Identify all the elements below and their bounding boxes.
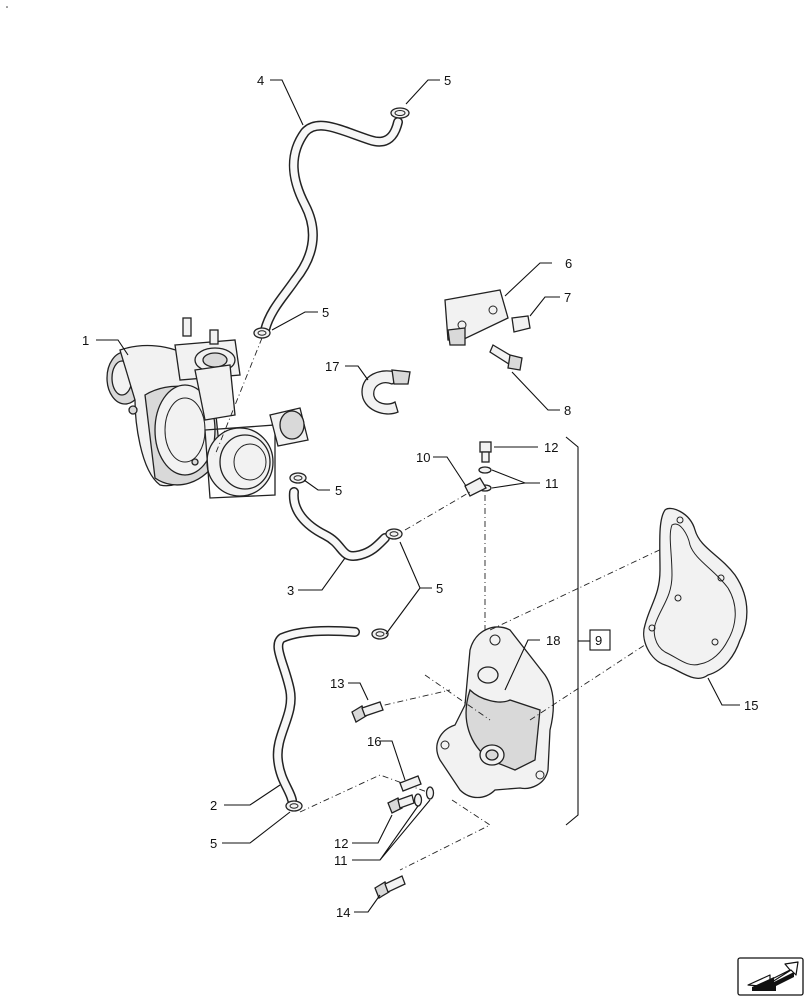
leader-16 (380, 740, 406, 781)
washers-lower (413, 786, 435, 807)
bracket-9 (565, 436, 579, 826)
clamp-hose2-upper (371, 628, 389, 640)
label-box-9 (589, 629, 611, 651)
hose-upper (260, 117, 403, 335)
callout-8: 8 (564, 403, 571, 418)
callout-7: 7 (564, 290, 571, 305)
bolt-13 (351, 701, 384, 723)
banjo-bolt-upper (479, 441, 492, 463)
callout-3: 3 (287, 583, 294, 598)
axis-line-bolt13 (371, 689, 451, 709)
callout-4: 4 (257, 73, 264, 88)
callout-13: 13 (330, 676, 344, 691)
axis-line-cover (424, 674, 491, 721)
axis-line-hose2 (299, 774, 431, 813)
leader-13 (348, 682, 369, 701)
leader-15 (707, 677, 740, 706)
bracket (444, 289, 509, 346)
bolt-12-lower (387, 794, 415, 814)
axis-line-gasket-top (489, 544, 671, 631)
axis-line-turbo (214, 337, 263, 456)
callout-18: 18 (546, 633, 560, 648)
leader-11-top (491, 469, 540, 489)
bolt-bracket (489, 344, 523, 371)
gasket (643, 507, 748, 680)
callout-11-bottom: 11 (334, 853, 348, 868)
callout-1: 1 (82, 333, 89, 348)
hose-lower (272, 625, 360, 805)
callout-15: 15 (744, 698, 758, 713)
leader-8 (511, 371, 560, 411)
turbocharger (106, 317, 309, 499)
clamp-hose4-lower (253, 327, 271, 339)
callout-17: 17 (325, 359, 339, 374)
leader-5-upper (271, 311, 318, 331)
leader-12-bottom (352, 814, 393, 844)
leader-3 (298, 557, 346, 591)
callout-10: 10 (416, 450, 430, 465)
callout-5-upper: 5 (322, 305, 329, 320)
callout-12-top: 12 (544, 440, 558, 455)
fitting-16 (399, 775, 422, 792)
callout-14: 14 (336, 905, 350, 920)
leader-6 (504, 262, 552, 297)
fitting-banjo (464, 477, 487, 497)
arrow-next-page-icon[interactable] (737, 957, 804, 996)
cover-housing (436, 626, 554, 799)
clamp-top (390, 107, 410, 119)
leader-4 (270, 79, 304, 126)
callout-9: 9 (595, 633, 602, 648)
callout-5-bottom: 5 (210, 836, 217, 851)
leader-5-mid (303, 479, 330, 491)
leader-14 (354, 894, 381, 913)
hose-clamp (361, 369, 411, 415)
leader-11-bottom (352, 799, 431, 861)
leader-10 (433, 456, 467, 487)
callout-16: 16 (367, 734, 381, 749)
axis-line-hose3 (404, 491, 471, 531)
leader-17 (345, 365, 369, 381)
callout-2: 2 (210, 798, 217, 813)
clip (511, 315, 531, 333)
callout-11-top: 11 (545, 476, 559, 491)
leader-2 (224, 784, 281, 806)
clamp-turbo-outlet (289, 472, 307, 484)
bolt-14 (374, 875, 406, 899)
leader-18 (504, 639, 540, 691)
leader-5-top (405, 79, 440, 105)
callout-5-mid: 5 (335, 483, 342, 498)
callout-12-bottom: 12 (334, 836, 348, 851)
leader-1 (96, 339, 129, 356)
callout-5-pair: 5 (436, 581, 443, 596)
leader-5-pair (385, 541, 432, 635)
callout-5-top: 5 (444, 73, 451, 88)
corner-dot (6, 6, 8, 8)
leader-7 (529, 296, 560, 317)
axis-line-bolt14 (399, 799, 491, 871)
hose-middle (288, 487, 390, 561)
clamp-hose3-end (385, 528, 403, 540)
leader-5-bottom (222, 811, 291, 844)
callout-6: 6 (565, 256, 572, 271)
clamp-hose2-lower (285, 800, 303, 812)
